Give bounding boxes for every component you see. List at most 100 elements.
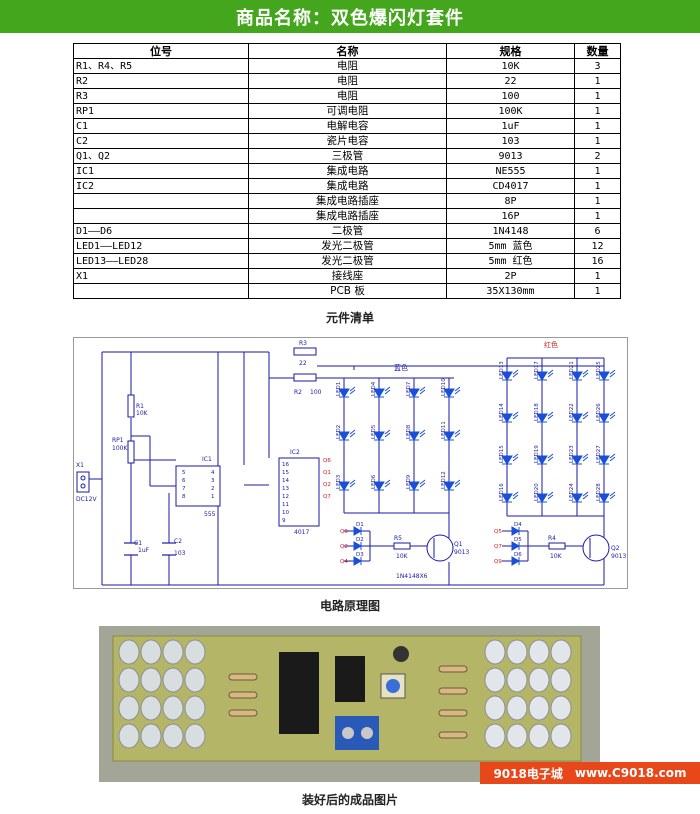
label-q1-value: 9013 <box>454 549 469 556</box>
bom-cell-position: R2 <box>73 73 249 89</box>
bom-cell-name: 电阻 <box>248 58 447 74</box>
led-symbol-blue: LED6 <box>371 474 391 491</box>
bom-cell-name: 三极管 <box>248 148 447 164</box>
bom-cell-qty: 12 <box>574 238 621 254</box>
photo-led <box>118 723 140 749</box>
diode-q-label: Q7 <box>494 544 502 550</box>
bom-cell-position: R1、R4、R5 <box>73 58 249 74</box>
ic1-pin-label: 2 <box>211 486 215 492</box>
led-label-red: LED28 <box>596 483 602 501</box>
ic2-output-label: Q2 <box>323 482 331 488</box>
transistor-q2 <box>582 534 610 562</box>
led-symbol-red: LED28 <box>596 483 616 503</box>
led-label-red: LED20 <box>534 483 540 501</box>
bom-cell-name: 电阻 <box>248 88 447 104</box>
led-symbol-blue: LED9 <box>406 474 426 491</box>
photo-led <box>184 695 206 721</box>
photo-led <box>484 667 506 693</box>
bom-cell-qty: 3 <box>574 58 621 74</box>
ic1-pin-label: 8 <box>182 494 186 500</box>
photo-resistor <box>228 673 258 681</box>
bom-cell-position: C2 <box>73 133 249 149</box>
bom-header-name: 名称 <box>248 43 447 59</box>
bom-cell-position: X1 <box>73 268 249 284</box>
photo-resistor <box>438 731 468 739</box>
bom-cell-name: 电阻 <box>248 73 447 89</box>
led-symbol-blue: LED4 <box>371 381 391 398</box>
bom-cell-spec: 1uF <box>446 118 575 134</box>
photo-led <box>162 667 184 693</box>
ic2-pin-label: 9 <box>282 518 286 524</box>
ic2-output-label: Q1 <box>323 470 331 476</box>
bom-cell-qty: 1 <box>574 88 621 104</box>
ic2-pin-label: 15 <box>282 470 289 476</box>
photo-led <box>528 667 550 693</box>
photo-led <box>550 667 572 693</box>
led-symbol-blue: LED8 <box>406 424 426 441</box>
led-label-red: LED25 <box>596 361 602 379</box>
diode-label: D6 <box>514 552 522 558</box>
product-title: 商品名称：双色爆闪灯套件 <box>236 7 464 29</box>
label-rp1-value: 100K <box>112 445 128 452</box>
label-x1: X1 <box>76 462 84 469</box>
led-symbol-red: LED26 <box>596 403 616 423</box>
label-q1: Q1 <box>454 541 463 548</box>
photo-led <box>184 723 206 749</box>
led-symbol-blue: LED2 <box>336 425 356 441</box>
schematic-resistors <box>127 347 566 550</box>
photo-resistor <box>228 709 258 717</box>
ic2-pin-label: 12 <box>282 494 289 500</box>
led-label-red: LED24 <box>569 483 575 501</box>
bom-cell-spec: 5mm 红色 <box>446 253 575 269</box>
ic2-pin-label: 13 <box>282 486 289 492</box>
bom-cell-position <box>73 283 249 299</box>
photo-led <box>528 695 550 721</box>
diode-q-label: Q4 <box>340 559 348 565</box>
photo-led <box>140 639 162 665</box>
photo-led <box>118 695 140 721</box>
label-ic2: IC2 <box>290 449 300 456</box>
schematic-wires <box>81 351 605 586</box>
bom-cell-qty: 1 <box>574 103 621 119</box>
led-cluster-right <box>484 639 572 749</box>
led-label-blue: LED2 <box>336 425 342 439</box>
label-q2-value: 9013 <box>611 553 626 560</box>
label-ic1: IC1 <box>202 456 212 463</box>
photo-resistors <box>228 665 468 739</box>
bom-cell-spec: 5mm 蓝色 <box>446 238 575 254</box>
led-symbol-red: LED18 <box>534 403 554 423</box>
ic2-output-label: Q6 <box>323 458 331 464</box>
photo-caption: 装好后的成品图片 <box>301 793 398 807</box>
led-label-red: LED19 <box>534 445 540 463</box>
ic2-pin-label: 11 <box>282 502 289 508</box>
led-symbol-red: LED21 <box>569 361 589 381</box>
bom-cell-spec: 103 <box>446 133 575 149</box>
bom-cell-spec: 16P <box>446 208 575 224</box>
title-banner: 商品名称：双色爆闪灯套件 <box>0 0 700 33</box>
label-r5: R5 <box>394 535 402 542</box>
label-c2: C2 <box>174 538 182 545</box>
led-label-red: LED22 <box>569 403 575 421</box>
schematic-caption: 电路原理图 <box>319 599 380 613</box>
label-r2: R2 <box>294 389 302 396</box>
bom-cell-name: PCB 板 <box>248 283 447 299</box>
led-label-blue: LED12 <box>441 471 447 489</box>
product-photo <box>99 626 600 782</box>
resistor-r1-symbol <box>127 394 135 418</box>
led-symbol-blue: LED10 <box>441 378 461 398</box>
x1-connector <box>76 471 90 493</box>
label-x1-value: DC12V <box>76 496 97 503</box>
bom-cell-name: 接线座 <box>248 268 447 284</box>
bom-cell-name: 可调电阻 <box>248 103 447 119</box>
bom-cell-qty: 1 <box>574 73 621 89</box>
led-symbol-blue: LED12 <box>441 471 461 491</box>
